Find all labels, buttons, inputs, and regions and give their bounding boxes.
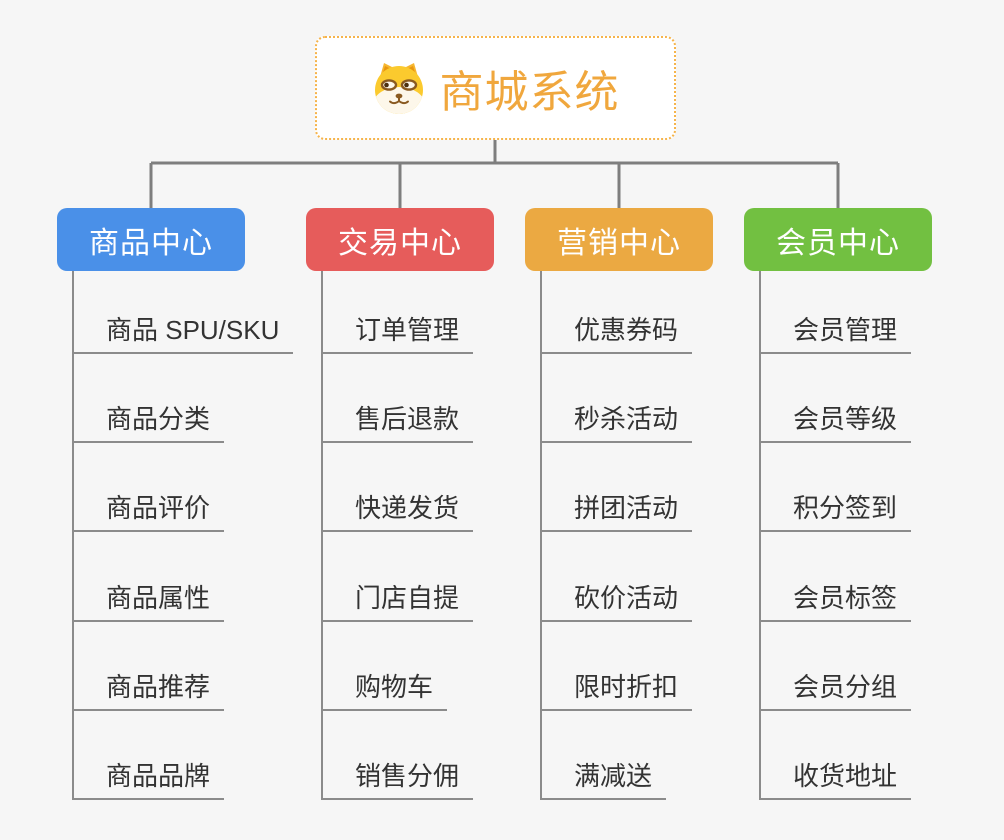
leaf-node[interactable]: 商品评价 [72, 490, 225, 532]
leaf-node[interactable]: 积分签到 [759, 490, 912, 532]
leaf-node[interactable]: 砍价活动 [540, 580, 693, 622]
leaf-node[interactable]: 会员标签 [759, 580, 912, 622]
leaf-node[interactable]: 售后退款 [321, 401, 474, 443]
leaf-node[interactable]: 限时折扣 [540, 669, 693, 711]
leaf-node[interactable]: 商品推荐 [72, 669, 225, 711]
leaf-node[interactable]: 收货地址 [759, 758, 912, 800]
leaf-node[interactable]: 订单管理 [321, 312, 474, 354]
leaf-node[interactable]: 秒杀活动 [540, 401, 693, 443]
branch-spine [72, 271, 74, 800]
branch-spine [540, 271, 542, 800]
leaf-node[interactable]: 会员分组 [759, 669, 912, 711]
root-title: 商城系统 [439, 68, 620, 117]
leaf-node[interactable]: 快递发货 [321, 490, 474, 532]
leaf-node[interactable]: 商品属性 [72, 580, 225, 622]
leaf-node[interactable]: 购物车 [321, 669, 448, 711]
leaf-node[interactable]: 会员等级 [759, 401, 912, 443]
leaf-node[interactable]: 优惠券码 [540, 312, 693, 354]
leaf-node[interactable]: 商品品牌 [72, 758, 225, 800]
branch-node-members[interactable]: 会员中心 [744, 208, 932, 271]
branch-spine [321, 271, 323, 800]
branch-spine [759, 271, 761, 800]
leaf-node[interactable]: 拼团活动 [540, 490, 693, 532]
branch-node-products[interactable]: 商品中心 [57, 208, 245, 271]
leaf-node[interactable]: 商品分类 [72, 401, 225, 443]
leaf-node[interactable]: 门店自提 [321, 580, 474, 622]
branch-node-trade[interactable]: 交易中心 [306, 208, 494, 271]
branch-node-marketing[interactable]: 营销中心 [525, 208, 713, 271]
leaf-node[interactable]: 满减送 [540, 758, 667, 800]
leaf-node[interactable]: 商品 SPU/SKU [72, 312, 294, 354]
dog-face-icon [374, 63, 423, 114]
root-node[interactable]: 商城系统 [315, 36, 676, 140]
leaf-node[interactable]: 销售分佣 [321, 758, 474, 800]
leaf-node[interactable]: 会员管理 [759, 312, 912, 354]
